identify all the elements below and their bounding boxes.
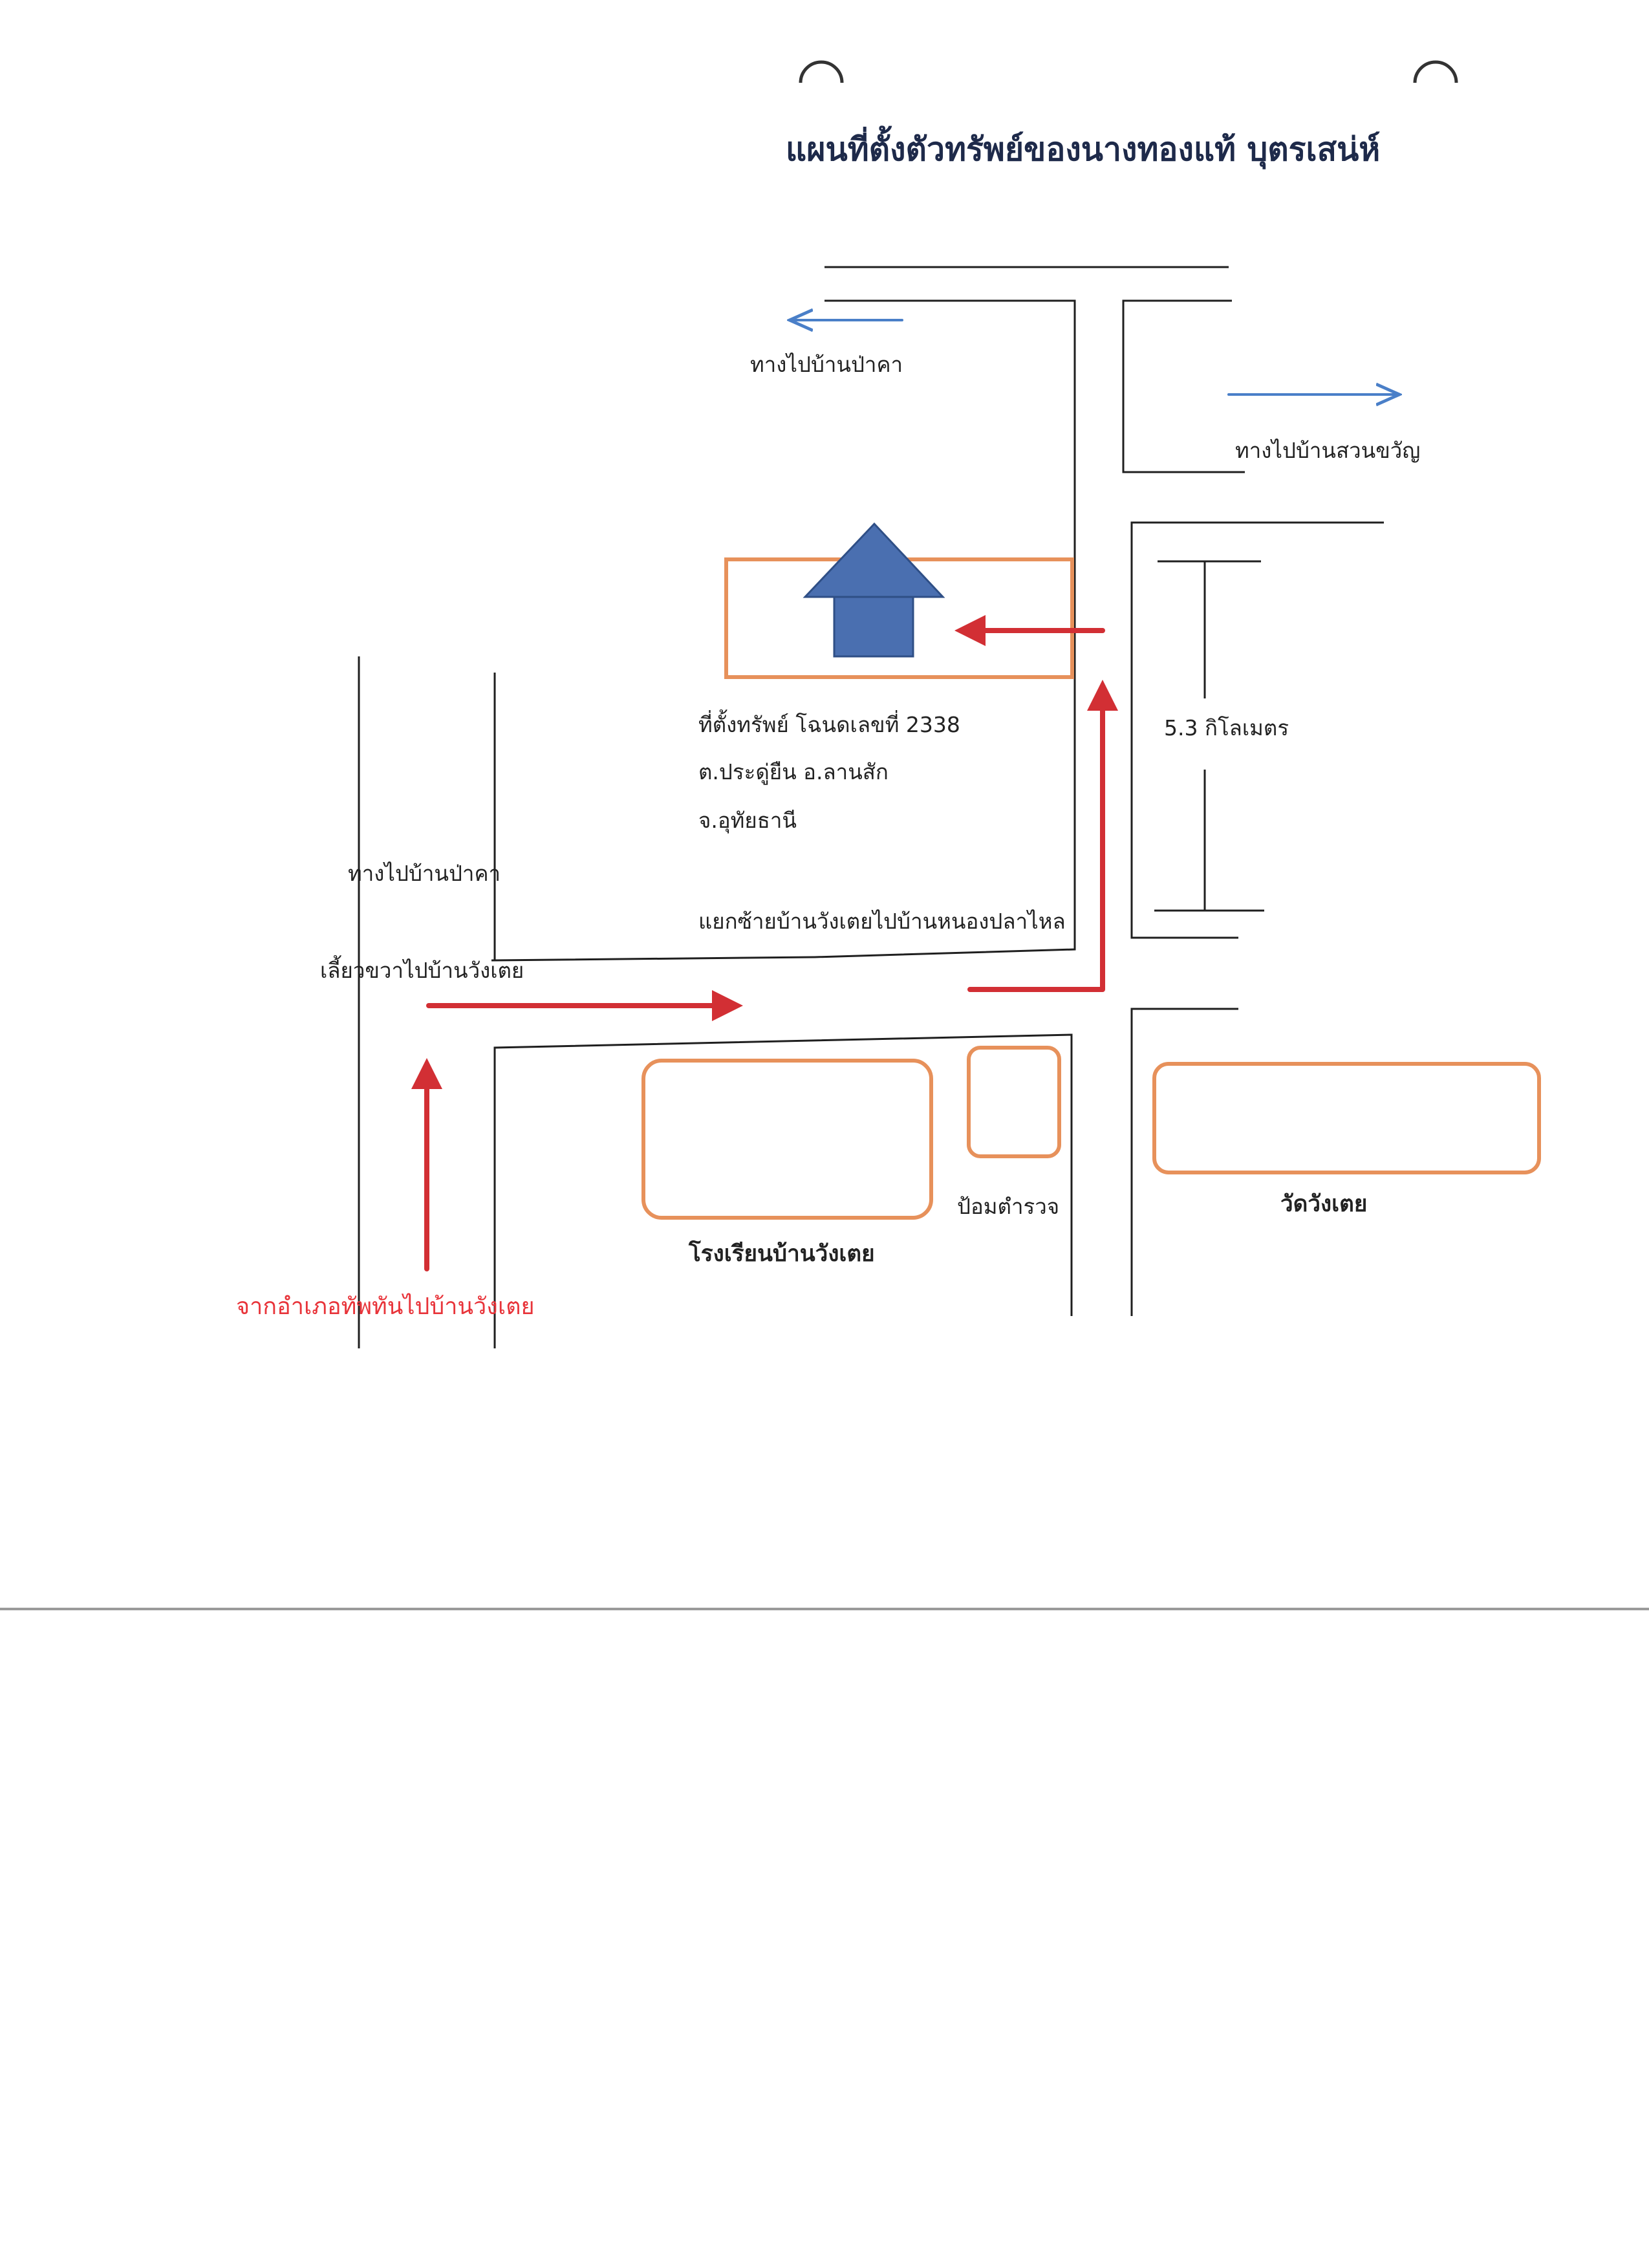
red-arrow-up-junction [967, 680, 1118, 992]
police-box-label: ป้อมตำรวจ [957, 1194, 1059, 1219]
house-marker-icon [803, 522, 945, 658]
punch-hole-right [1413, 60, 1458, 83]
temple-building [1152, 1062, 1541, 1174]
road-right-mid [1130, 521, 1384, 939]
from-district-label: จากอำเภอทัพทันไปบ้านวังเตย [236, 1293, 535, 1320]
property-subdistrict: ต.ประดู่ยืน อ.ลานสัก [698, 759, 889, 785]
map-title: แผนที่ตั้งตัวทรัพย์ของนางทองแท้ บุตรเสน่… [786, 125, 1380, 169]
punch-hole-left [799, 60, 844, 83]
road-main-lower [493, 1033, 1073, 1348]
police-box-building [967, 1046, 1061, 1158]
school-label: โรงเรียนบ้านวังเตย [688, 1240, 875, 1267]
property-deed: ที่ตั้งทรัพย์ โฉนดเลขที่ 2338 [698, 709, 960, 737]
road-top-left [491, 299, 1076, 962]
to-ban-suan-khwan: ทางไปบ้านสวนขวัญ [1235, 438, 1420, 463]
turn-right-label: เลี้ยวขวาไปบ้านวังเตย [320, 955, 524, 983]
road-top-right [1122, 299, 1245, 473]
road-right-low [1130, 1008, 1238, 1316]
temple-label: วัดวังเตย [1280, 1191, 1367, 1217]
turn-left-junction: แยกซ้ายบ้านวังเตยไปบ้านหนองปลาไหล [698, 909, 1066, 934]
to-ban-pa-kha-left: ทางไปบ้านป่าคา [348, 861, 501, 886]
school-building [641, 1059, 933, 1220]
roads [358, 266, 1384, 1348]
to-ban-pa-kha-top: ทางไปบ้านป่าคา [750, 352, 903, 377]
distance-label: 5.3 กิโลเมตร [1164, 715, 1289, 740]
property-province: จ.อุทัยธานี [698, 808, 797, 834]
